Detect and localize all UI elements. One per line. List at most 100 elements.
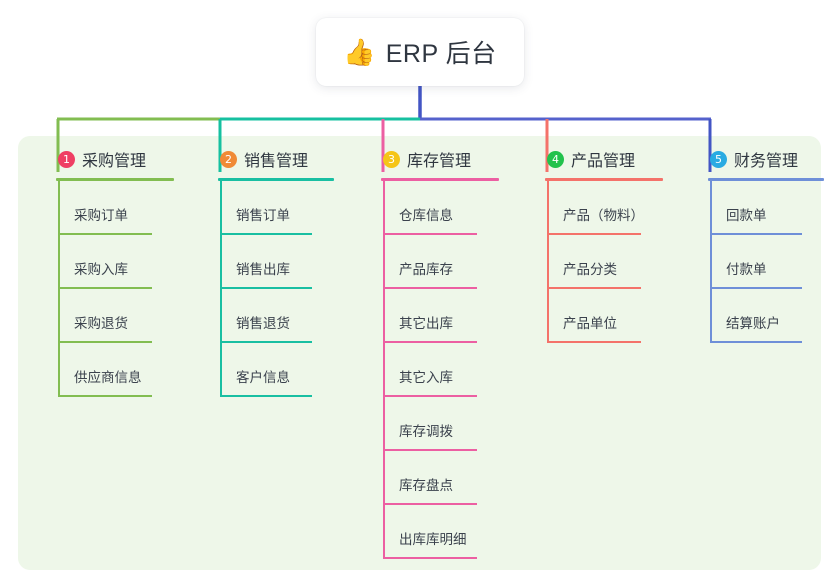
- leaf-node[interactable]: 采购退货: [38, 289, 188, 343]
- column-rule-inventory-management: [381, 178, 499, 181]
- trunk-line-finance-management: [710, 181, 712, 343]
- column-items-sales-management: 销售订单销售出库销售退货客户信息: [200, 181, 348, 397]
- leaf-node[interactable]: 产品（物料）: [527, 181, 677, 235]
- leaf-node-label: 产品库存: [399, 262, 453, 277]
- leaf-node-rule: [220, 233, 312, 235]
- root-node-title: ERP 后台: [385, 40, 497, 68]
- leaf-node-label: 仓库信息: [399, 208, 453, 223]
- column-title-sales-management: 销售管理: [244, 153, 309, 170]
- leaf-node-label: 销售出库: [236, 262, 290, 277]
- leaf-node-rule: [383, 395, 477, 397]
- leaf-node-label: 回款单: [726, 208, 767, 223]
- leaf-node-label: 付款单: [726, 262, 767, 277]
- leaf-node[interactable]: 销售出库: [200, 235, 348, 289]
- column-rule-purchase-management: [56, 178, 174, 181]
- leaf-node-rule: [383, 341, 477, 343]
- leaf-node-label: 库存盘点: [399, 478, 453, 493]
- leaf-node-rule: [547, 233, 641, 235]
- leaf-node-label: 出库库明细: [399, 532, 467, 547]
- leaf-node-rule: [710, 287, 802, 289]
- leaf-node[interactable]: 其它入库: [363, 343, 513, 397]
- leaf-node[interactable]: 库存调拨: [363, 397, 513, 451]
- leaf-node[interactable]: 采购订单: [38, 181, 188, 235]
- column-badge-finance-management: 5: [710, 150, 727, 168]
- leaf-node[interactable]: 其它出库: [363, 289, 513, 343]
- trunk-line-purchase-management: [58, 181, 60, 397]
- column-finance-management: 5 财务管理回款单付款单结算账户: [690, 146, 838, 343]
- leaf-node-label: 采购退货: [74, 316, 128, 331]
- leaf-node-rule: [547, 287, 641, 289]
- column-rule-sales-management: [218, 178, 334, 181]
- column-items-product-management: 产品（物料） 产品分类产品单位: [527, 181, 677, 343]
- leaf-node-label: 采购入库: [74, 262, 128, 277]
- leaf-node-rule: [58, 287, 152, 289]
- leaf-node[interactable]: 产品单位: [527, 289, 677, 343]
- diagram-panel: [18, 136, 821, 570]
- leaf-node-label: 供应商信息: [74, 370, 142, 385]
- leaf-node[interactable]: 库存盘点: [363, 451, 513, 505]
- column-rule-finance-management: [708, 178, 824, 181]
- column-purchase-management: 1 采购管理采购订单采购入库采购退货供应商信息: [38, 146, 188, 397]
- trunk-line-product-management: [547, 181, 549, 343]
- column-badge-sales-management: 2: [220, 150, 237, 168]
- leaf-node[interactable]: 仓库信息: [363, 181, 513, 235]
- column-badge-purchase-management: 1: [58, 150, 75, 168]
- trunk-line-sales-management: [220, 181, 222, 397]
- leaf-node-label: 产品单位: [563, 316, 617, 331]
- leaf-node-rule: [220, 341, 312, 343]
- leaf-node[interactable]: 结算账户: [690, 289, 838, 343]
- leaf-node-rule: [710, 341, 802, 343]
- column-title-product-management: 产品管理: [571, 153, 636, 170]
- leaf-node[interactable]: 客户信息: [200, 343, 348, 397]
- leaf-node-label: 销售订单: [236, 208, 290, 223]
- leaf-node[interactable]: 产品分类: [527, 235, 677, 289]
- leaf-node-label: 销售退货: [236, 316, 290, 331]
- column-title-finance-management: 财务管理: [734, 153, 799, 170]
- column-badge-inventory-management: 3: [383, 150, 400, 168]
- leaf-node-rule: [710, 233, 802, 235]
- column-header-inventory-management[interactable]: 3 库存管理: [363, 146, 513, 172]
- column-title-inventory-management: 库存管理: [407, 153, 472, 170]
- root-node-card[interactable]: 👍 ERP 后台: [316, 18, 524, 86]
- leaf-node-label: 库存调拨: [399, 424, 453, 439]
- leaf-node-label: 产品（物料）: [563, 208, 644, 223]
- leaf-node-label: 产品分类: [563, 262, 617, 277]
- leaf-node[interactable]: 产品库存: [363, 235, 513, 289]
- column-header-purchase-management[interactable]: 1 采购管理: [38, 146, 188, 172]
- leaf-node-rule: [58, 341, 152, 343]
- leaf-node[interactable]: 销售退货: [200, 289, 348, 343]
- leaf-node[interactable]: 回款单: [690, 181, 838, 235]
- leaf-node[interactable]: 销售订单: [200, 181, 348, 235]
- column-product-management: 4 产品管理产品（物料） 产品分类产品单位: [527, 146, 677, 343]
- trunk-line-inventory-management: [383, 181, 385, 559]
- leaf-node-rule: [58, 395, 152, 397]
- leaf-node-label: 采购订单: [74, 208, 128, 223]
- leaf-node-label: 其它入库: [399, 370, 453, 385]
- leaf-node[interactable]: 供应商信息: [38, 343, 188, 397]
- leaf-node[interactable]: 采购入库: [38, 235, 188, 289]
- leaf-node-label: 客户信息: [236, 370, 290, 385]
- leaf-node-rule: [383, 287, 477, 289]
- leaf-node[interactable]: 付款单: [690, 235, 838, 289]
- thumbs-up-icon: 👍: [343, 37, 376, 67]
- leaf-node[interactable]: 出库库明细: [363, 505, 513, 559]
- column-inventory-management: 3 库存管理仓库信息产品库存其它出库其它入库库存调拨库存盘点出库库明细: [363, 146, 513, 559]
- column-badge-product-management: 4: [547, 150, 564, 168]
- leaf-node-rule: [383, 557, 477, 559]
- leaf-node-label: 其它出库: [399, 316, 453, 331]
- leaf-node-rule: [383, 503, 477, 505]
- column-items-inventory-management: 仓库信息产品库存其它出库其它入库库存调拨库存盘点出库库明细: [363, 181, 513, 559]
- column-title-purchase-management: 采购管理: [82, 153, 147, 170]
- leaf-node-label: 结算账户: [726, 316, 780, 331]
- leaf-node-rule: [58, 233, 152, 235]
- leaf-node-rule: [220, 287, 312, 289]
- leaf-node-rule: [383, 449, 477, 451]
- column-header-sales-management[interactable]: 2 销售管理: [200, 146, 348, 172]
- column-sales-management: 2 销售管理销售订单销售出库销售退货客户信息: [200, 146, 348, 397]
- leaf-node-rule: [383, 233, 477, 235]
- column-rule-product-management: [545, 178, 663, 181]
- column-header-finance-management[interactable]: 5 财务管理: [690, 146, 838, 172]
- column-header-product-management[interactable]: 4 产品管理: [527, 146, 677, 172]
- leaf-node-rule: [220, 395, 312, 397]
